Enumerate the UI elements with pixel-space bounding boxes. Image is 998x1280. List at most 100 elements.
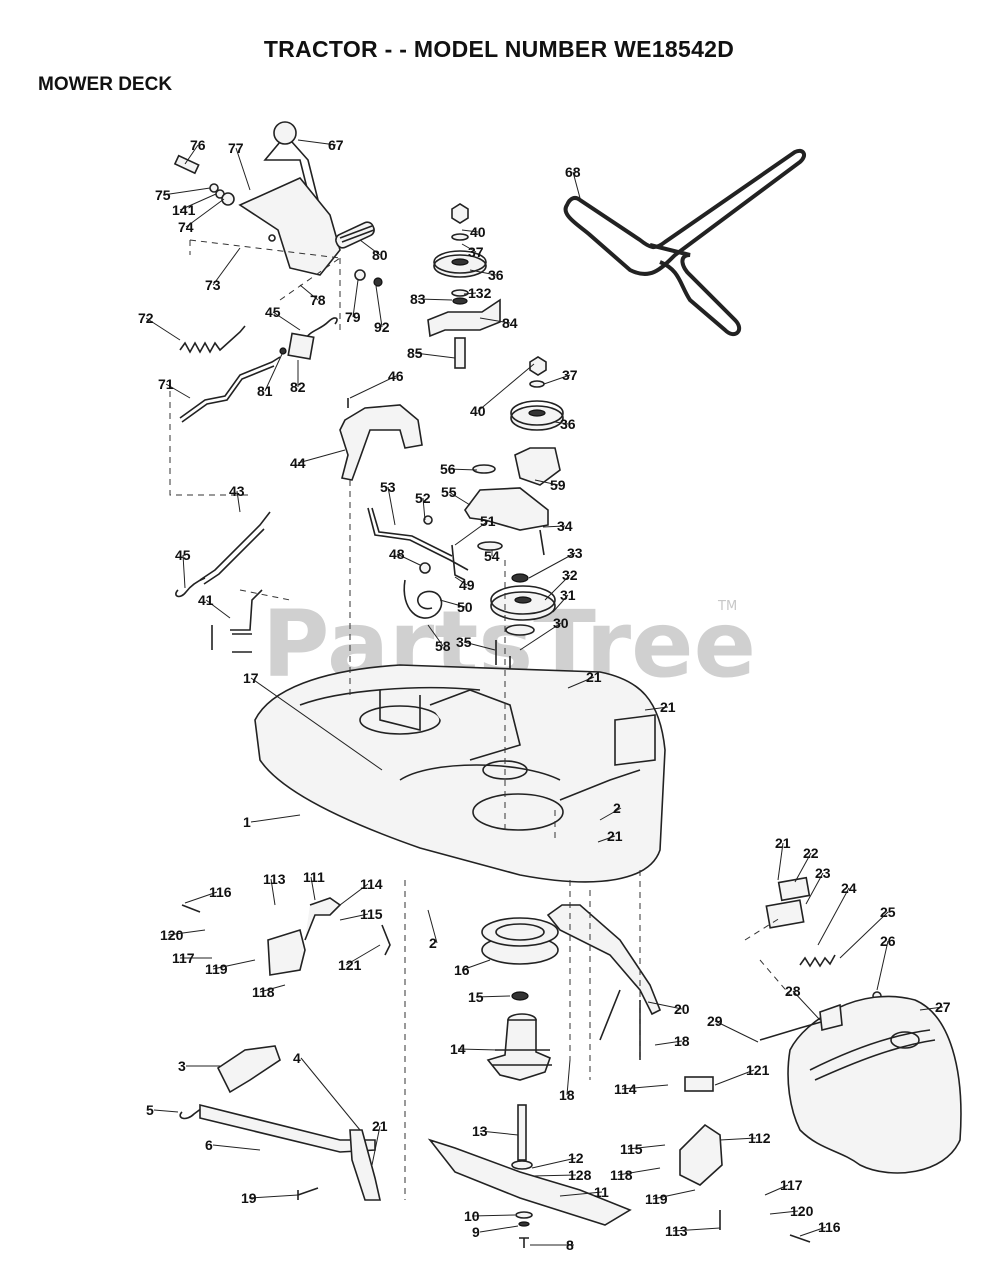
part-callout-21: 21 (607, 828, 623, 844)
callout-leader-119 (652, 1189, 696, 1200)
callout-leader-67 (297, 139, 337, 146)
callout-leader-52 (422, 497, 426, 521)
part-callout-111: 111 (303, 869, 325, 885)
callout-leader-21 (567, 676, 595, 689)
part-callout-26: 26 (880, 933, 896, 949)
nut-79 (354, 269, 366, 281)
part-callout-71: 71 (158, 376, 174, 392)
handle-grip-80 (335, 221, 375, 249)
callout-leader-45 (272, 311, 301, 331)
callout-leader-51 (454, 520, 489, 546)
part-callout-56: 56 (440, 461, 456, 477)
part-callout-113: 113 (263, 871, 286, 887)
part-callout-141: 141 (172, 202, 196, 218)
part-callout-48: 48 (389, 546, 405, 562)
part-callout-23: 23 (815, 865, 831, 881)
part-callout-118: 118 (252, 984, 275, 1000)
part-callout-33: 33 (567, 545, 583, 561)
page-title: TRACTOR - - MODEL NUMBER WE18542D (263, 36, 735, 62)
callout-leader-6 (212, 1144, 261, 1151)
part-callout-15: 15 (468, 989, 484, 1005)
part-callout-19: 19 (241, 1190, 257, 1206)
callout-leader-21 (371, 1125, 381, 1166)
callout-leader-37 (543, 374, 571, 385)
callout-leader-48 (396, 553, 421, 566)
washer-81 (279, 347, 287, 355)
callout-leader-14 (457, 1048, 499, 1051)
part-callout-114: 114 (614, 1081, 637, 1097)
callout-leader-36 (554, 421, 569, 425)
callout-leader-73 (212, 247, 241, 286)
part-callout-43: 43 (229, 483, 245, 499)
part-callout-46: 46 (388, 368, 404, 384)
callout-leader-55 (448, 491, 471, 506)
callout-leader-71 (165, 383, 191, 399)
part-callout-37: 37 (468, 244, 484, 260)
callout-leader-115 (339, 913, 369, 921)
part-callout-114: 114 (360, 876, 383, 892)
callout-leader-116 (184, 891, 218, 904)
part-callout-92: 92 (374, 319, 390, 335)
callout-leader-21 (644, 706, 669, 711)
bracket-111 (304, 897, 342, 941)
callout-leader-27 (919, 1006, 944, 1011)
part-callout-21: 21 (660, 699, 676, 715)
callout-leader-17 (250, 677, 383, 771)
part-callout-37: 37 (562, 367, 578, 383)
idler-upper-stack (427, 203, 501, 369)
part-callout-81: 81 (257, 383, 273, 399)
callout-leader-81 (264, 353, 283, 392)
part-callout-34: 34 (557, 518, 573, 534)
lift-plate-73 (238, 177, 341, 276)
callout-leader-18 (654, 1040, 683, 1046)
part-callout-17: 17 (243, 670, 259, 686)
part-callout-67: 67 (328, 137, 344, 153)
part-callout-80: 80 (372, 247, 388, 263)
callout-leader-53 (387, 486, 396, 526)
part-callout-51: 51 (480, 513, 496, 529)
part-callout-121: 121 (338, 957, 362, 973)
link-6 (199, 1103, 376, 1153)
bolt-116-right (789, 1234, 811, 1243)
part-callout-32: 32 (562, 567, 578, 583)
part-callout-24: 24 (841, 880, 857, 896)
callout-leader-111 (310, 876, 316, 901)
callout-leader-18 (566, 1059, 571, 1096)
part-callout-54: 54 (484, 548, 500, 564)
part-callout-112: 112 (748, 1130, 771, 1146)
part-callout-1: 1 (243, 814, 251, 830)
part-callout-28: 28 (785, 983, 801, 999)
callout-leader-112 (719, 1137, 757, 1141)
part-callout-113: 113 (665, 1223, 688, 1239)
part-callout-52: 52 (415, 490, 431, 506)
blade-11 (427, 1138, 632, 1226)
spindle-shaft-13 (511, 1104, 533, 1170)
deck-housing-1 (254, 664, 666, 883)
part-callout-49: 49 (459, 577, 475, 593)
callout-leader-79 (352, 279, 359, 318)
bracket-23 (765, 899, 805, 929)
clip-121-left (381, 924, 391, 956)
part-callout-14: 14 (450, 1041, 466, 1057)
callout-leader-25 (839, 911, 889, 959)
callout-leader-75 (162, 187, 211, 196)
callout-leader-80 (359, 239, 381, 256)
part-callout-119: 119 (205, 961, 228, 977)
part-callout-25: 25 (880, 904, 896, 920)
washer-10 (515, 1211, 533, 1219)
part-callout-21: 21 (775, 835, 791, 851)
part-callout-77: 77 (228, 140, 244, 156)
callout-leader-35 (463, 641, 496, 651)
bracket-22 (777, 876, 811, 902)
callout-leader-22 (794, 852, 812, 883)
part-callout-5: 5 (146, 1102, 154, 1118)
callout-leader-92 (375, 285, 383, 328)
callout-leader-30 (519, 622, 562, 651)
callout-leader-77 (235, 147, 251, 191)
callout-leader-41 (205, 599, 231, 619)
part-callout-116: 116 (818, 1219, 841, 1235)
part-callout-68: 68 (565, 164, 581, 180)
callout-leader-113 (270, 878, 276, 906)
callout-leader-32 (544, 574, 571, 601)
part-callout-115: 115 (620, 1141, 643, 1157)
